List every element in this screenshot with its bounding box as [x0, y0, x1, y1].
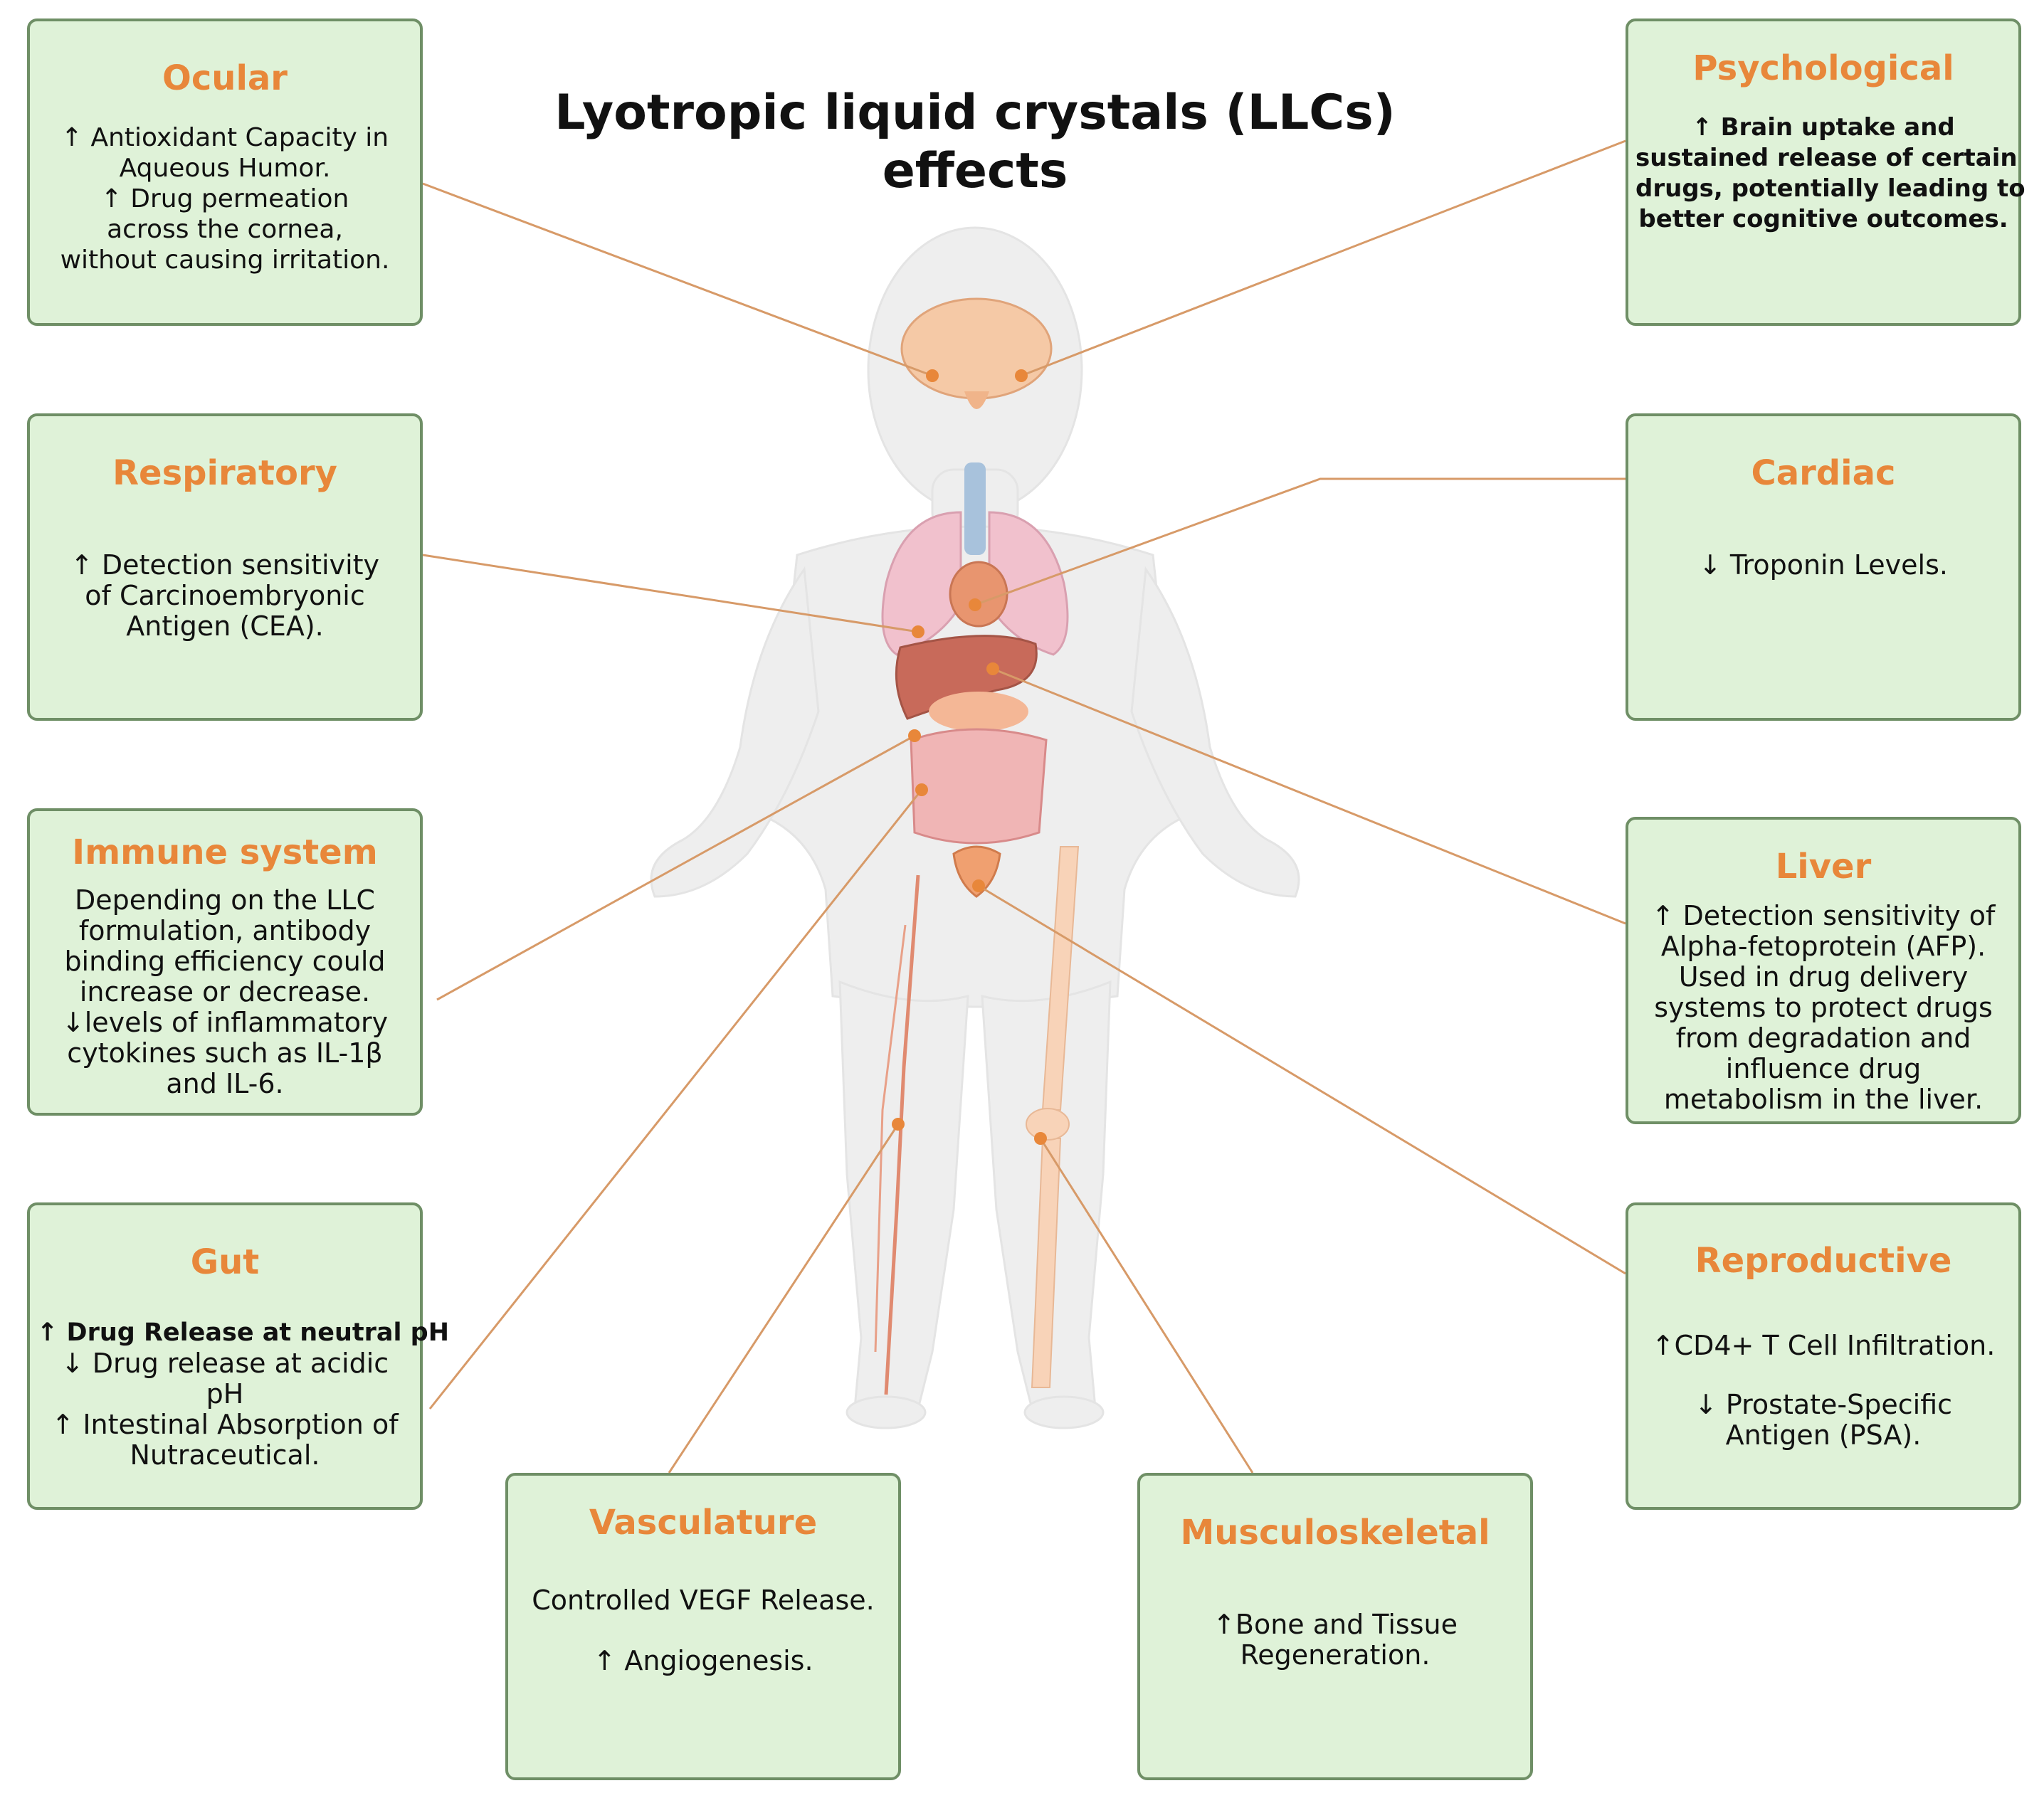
psychological-heading: Psychological: [1692, 48, 1954, 88]
diagram-title: Lyotropic liquid crystals (LLCs) effects: [498, 84, 1452, 201]
vasculature-heading: Vasculature: [589, 1503, 818, 1543]
immune-system-heading: Immune system: [72, 832, 378, 872]
reproductive-heading: Reproductive: [1695, 1241, 1952, 1281]
psychological-line: ↑ Brain uptake and: [1692, 113, 1955, 142]
trachea-icon: [964, 462, 986, 555]
psychological-line: sustained release of certain: [1635, 144, 2018, 172]
vasculature-box: Vasculature Controlled VEGF Release. ↑ A…: [505, 1473, 901, 1780]
reproductive-line: Antigen (PSA).: [1725, 1419, 1922, 1451]
psychological-box: Psychological ↑ Brain uptake and sustain…: [1626, 18, 2025, 326]
femur-bone-icon: [1041, 846, 1080, 1111]
ocular-line: without causing irritation.: [60, 245, 390, 275]
connector-musculoskeletal: [1039, 1138, 1254, 1474]
liver-line: systems to protect drugs: [1654, 992, 1993, 1023]
brainstem-icon: [964, 391, 989, 409]
immune-line: formulation, antibody: [78, 915, 372, 946]
cardiac-heading: Cardiac: [1751, 453, 1896, 493]
ocular-line: ↑ Drug permeation: [100, 184, 349, 213]
left-lung-icon: [881, 511, 962, 656]
right-lung-icon: [988, 511, 1069, 656]
immune-line: cytokines such as IL-1β: [67, 1037, 383, 1069]
liver-line: ↑ Detection sensitivity of: [1651, 900, 1996, 931]
connector-reproductive: [978, 884, 1626, 1275]
immune-line: increase or decrease.: [79, 976, 371, 1008]
liver-line: Used in drug delivery: [1678, 961, 1969, 993]
connector-lines: [422, 139, 1626, 1474]
connector-gut: [428, 789, 923, 1410]
ocular-line: Aqueous Humor.: [119, 154, 331, 183]
organs: [874, 297, 1080, 1395]
ocular-line: across the cornea,: [107, 215, 343, 244]
liver-line: Alpha-fetoprotein (AFP).: [1660, 931, 1986, 962]
reproductive-line: ↓ Prostate-Specific: [1694, 1389, 1953, 1420]
ocular-line: ↑ Antioxidant Capacity in: [60, 123, 389, 152]
gut-line: Nutraceutical.: [130, 1439, 320, 1471]
reproductive-line: ↑CD4+ T Cell Infiltration.: [1651, 1330, 1996, 1361]
heart-icon: [949, 561, 1008, 628]
gut-heading: Gut: [190, 1242, 260, 1282]
brain-icon: [900, 297, 1053, 400]
respiratory-line: Antigen (CEA).: [126, 610, 324, 642]
connector-ocular: [422, 182, 933, 377]
gut-line: pH: [206, 1378, 244, 1410]
liver-icon: [895, 635, 1038, 720]
anchor-dots: [892, 369, 1047, 1145]
musculoskeletal-line: Regeneration.: [1240, 1639, 1431, 1671]
title-line-2: effects: [882, 143, 1068, 199]
connector-respiratory: [422, 554, 919, 633]
leg-vessel-icon: [884, 874, 920, 1395]
leg-vessel-branch-icon: [874, 924, 907, 1353]
immune-system-box: Immune system Depending on the LLC formu…: [27, 808, 423, 1116]
musculoskeletal-line: ↑Bone and Tissue: [1213, 1609, 1458, 1640]
title-line-1: Lyotropic liquid crystals (LLCs): [554, 85, 1396, 141]
connector-psychological: [1021, 139, 1626, 377]
connector-cardiac: [974, 477, 1626, 606]
respiratory-box: Respiratory ↑ Detection sensitivity of C…: [27, 413, 423, 721]
liver-heading: Liver: [1775, 847, 1872, 887]
gut-box: Gut ↑ Drug Release at neutral pH ↓ Drug …: [27, 1202, 450, 1510]
liver-box: Liver ↑ Detection sensitivity of Alpha-f…: [1626, 817, 2021, 1124]
uterus-icon: [952, 845, 1001, 898]
intestines-icon: [910, 728, 1048, 845]
ocular-box: Ocular ↑ Antioxidant Capacity in Aqueous…: [27, 18, 423, 326]
gut-line: ↓ Drug release at acidic: [60, 1348, 389, 1379]
respiratory-heading: Respiratory: [112, 453, 337, 493]
liver-line: from degradation and: [1675, 1022, 1971, 1054]
ocular-heading: Ocular: [162, 58, 288, 98]
gut-line: ↑ Drug Release at neutral pH: [37, 1318, 450, 1347]
connector-vasculature: [668, 1123, 900, 1474]
immune-line: Depending on the LLC: [75, 884, 375, 916]
immune-line: binding efficiency could: [64, 946, 386, 977]
reproductive-box: Reproductive ↑CD4+ T Cell Infiltration. …: [1626, 1202, 2021, 1510]
musculoskeletal-heading: Musculoskeletal: [1180, 1513, 1490, 1553]
connector-liver: [992, 667, 1626, 925]
connector-immune: [436, 734, 915, 1001]
immune-line: and IL-6.: [166, 1068, 284, 1099]
liver-line: influence drug: [1725, 1053, 1922, 1084]
vasculature-line: ↑ Angiogenesis.: [593, 1645, 813, 1676]
vasculature-line: Controlled VEGF Release.: [532, 1585, 875, 1616]
liver-line: metabolism in the liver.: [1663, 1084, 1984, 1115]
immune-line: ↓levels of inflammatory: [61, 1007, 389, 1038]
psychological-line: better cognitive outcomes.: [1638, 205, 2008, 233]
gut-line: ↑ Intestinal Absorption of: [51, 1409, 399, 1440]
cardiac-box: Cardiac ↓ Troponin Levels.: [1626, 413, 2021, 721]
cardiac-line: ↓ Troponin Levels.: [1699, 549, 1948, 581]
respiratory-line: of Carcinoembryonic: [85, 580, 365, 611]
psychological-line: drugs, potentially leading to: [1635, 174, 2025, 203]
respiratory-line: ↑ Detection sensitivity: [70, 549, 380, 581]
knee-icon: [1026, 1108, 1070, 1141]
stomach-icon: [929, 692, 1028, 731]
musculoskeletal-box: Musculoskeletal ↑Bone and Tissue Regener…: [1137, 1473, 1533, 1780]
